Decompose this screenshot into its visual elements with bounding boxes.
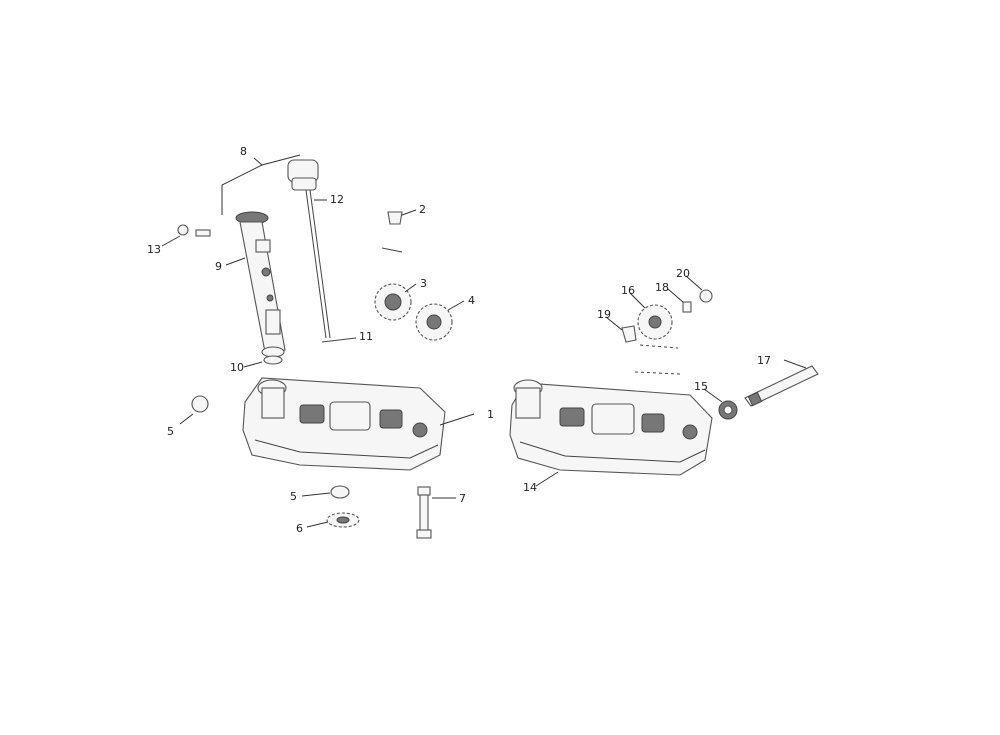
part-6-gear [326, 512, 360, 528]
part-7-bolt [416, 486, 432, 539]
callout-3: 3 [420, 277, 427, 290]
part-2-nut [381, 211, 403, 253]
part-5-plug-bottom [330, 485, 350, 499]
callout-12: 12 [330, 193, 344, 206]
callout-20: 20 [676, 267, 690, 280]
callout-17: 17 [757, 354, 771, 367]
callout-5-left: 5 [167, 425, 174, 438]
part-10-washer [261, 346, 285, 365]
callout-11: 11 [359, 330, 373, 343]
callout-9: 9 [215, 260, 222, 273]
callout-15: 15 [694, 380, 708, 393]
leader-lines [161, 199, 807, 528]
part-20-ring [699, 289, 713, 303]
callout-13: 13 [147, 243, 161, 256]
callout-14: 14 [523, 481, 537, 494]
callout-2: 2 [419, 203, 426, 216]
part-11-rod-end [321, 337, 357, 343]
part-8-bracket [221, 154, 301, 215]
callout-1: 1 [487, 408, 494, 421]
callout-19: 19 [597, 308, 611, 321]
part-5-plug-left [191, 395, 209, 413]
part-15-seal [718, 400, 738, 420]
part-3-gear [374, 283, 412, 321]
part-17-shaft [744, 365, 819, 407]
part-14-housing [509, 379, 713, 476]
callout-6: 6 [296, 522, 303, 535]
callout-5-bottom: 5 [290, 490, 297, 503]
part-13-bolt [177, 224, 211, 237]
callout-18: 18 [655, 281, 669, 294]
part-18-pin [682, 301, 692, 313]
callout-16: 16 [621, 284, 635, 297]
part-12-dipstick [287, 159, 331, 339]
part-19-clip [621, 325, 637, 343]
part-9-pump-body [235, 211, 286, 353]
part-1-housing [242, 377, 446, 471]
callout-4: 4 [468, 294, 475, 307]
part-4-gear [415, 303, 453, 341]
callout-10: 10 [230, 361, 244, 374]
callout-7: 7 [459, 492, 466, 505]
callout-8: 8 [240, 145, 247, 158]
part-16-gear [634, 304, 681, 375]
